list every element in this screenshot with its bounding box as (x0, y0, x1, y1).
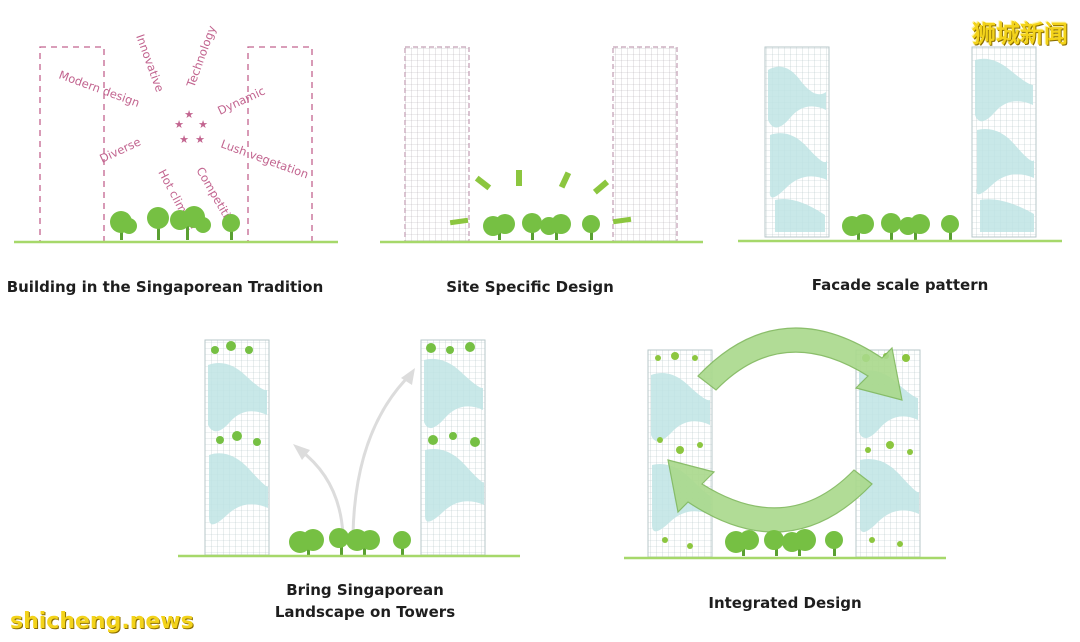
caption-line-1: Bring Singaporean (286, 581, 444, 599)
caption-facade-pattern: Facade scale pattern (811, 276, 989, 294)
crescent-and-five-stars-icon: ★ ★ ★ ★ ★ (154, 108, 208, 156)
word-lush-vegetation: Lush vegetation (219, 137, 311, 182)
caption-singaporean-tradition: Building in the Singaporean Tradition (6, 278, 324, 296)
tradition-diagram: ★ ★ ★ ★ ★ Innovative Technology Modern d… (14, 24, 338, 244)
caption-landscape-on-towers: Bring Singaporean Landscape on Towers (260, 579, 470, 623)
watermark-site-en: shicheng.news (10, 609, 194, 634)
svg-text:★: ★ (174, 118, 184, 131)
caption-line-2: Landscape on Towers (274, 603, 456, 621)
tower-outline-right (247, 46, 313, 243)
facade-diagram (738, 46, 1062, 243)
word-technology: Technology (183, 24, 219, 90)
caption-site-specific: Site Specific Design (446, 278, 614, 296)
word-modern-design: Modern design (57, 68, 142, 110)
trees (110, 206, 240, 240)
svg-text:★: ★ (198, 118, 208, 131)
integrated-diagram (624, 327, 946, 560)
trees (483, 213, 600, 240)
panel-site-specific (375, 0, 705, 260)
caption-integrated-design: Integrated Design (708, 594, 862, 612)
sun-ray-marks (449, 170, 632, 226)
trees (842, 213, 959, 240)
tower-right-greenery (426, 342, 480, 447)
watermark-site-cn: 狮城新闻 (972, 20, 1068, 48)
panel-integrated-design (620, 300, 950, 565)
svg-text:★: ★ (184, 108, 194, 121)
trees (289, 528, 411, 555)
cycle-arrows (667, 327, 903, 533)
tower-right (612, 46, 678, 243)
upward-arrows (299, 373, 412, 536)
panel-facade-pattern (730, 0, 1070, 260)
panel-landscape-on-towers (175, 330, 525, 565)
panel-singaporean-tradition: ★ ★ ★ ★ ★ Innovative Technology Modern d… (0, 0, 350, 260)
site-specific-diagram (380, 46, 703, 244)
landscape-diagram (178, 339, 520, 558)
svg-text:★: ★ (195, 133, 205, 146)
word-dynamic: Dynamic (215, 84, 267, 118)
tower-left-greenery (211, 341, 261, 446)
trees (725, 529, 843, 556)
word-innovative: Innovative (133, 32, 167, 94)
tower-left (404, 46, 470, 243)
svg-text:★: ★ (179, 133, 189, 146)
